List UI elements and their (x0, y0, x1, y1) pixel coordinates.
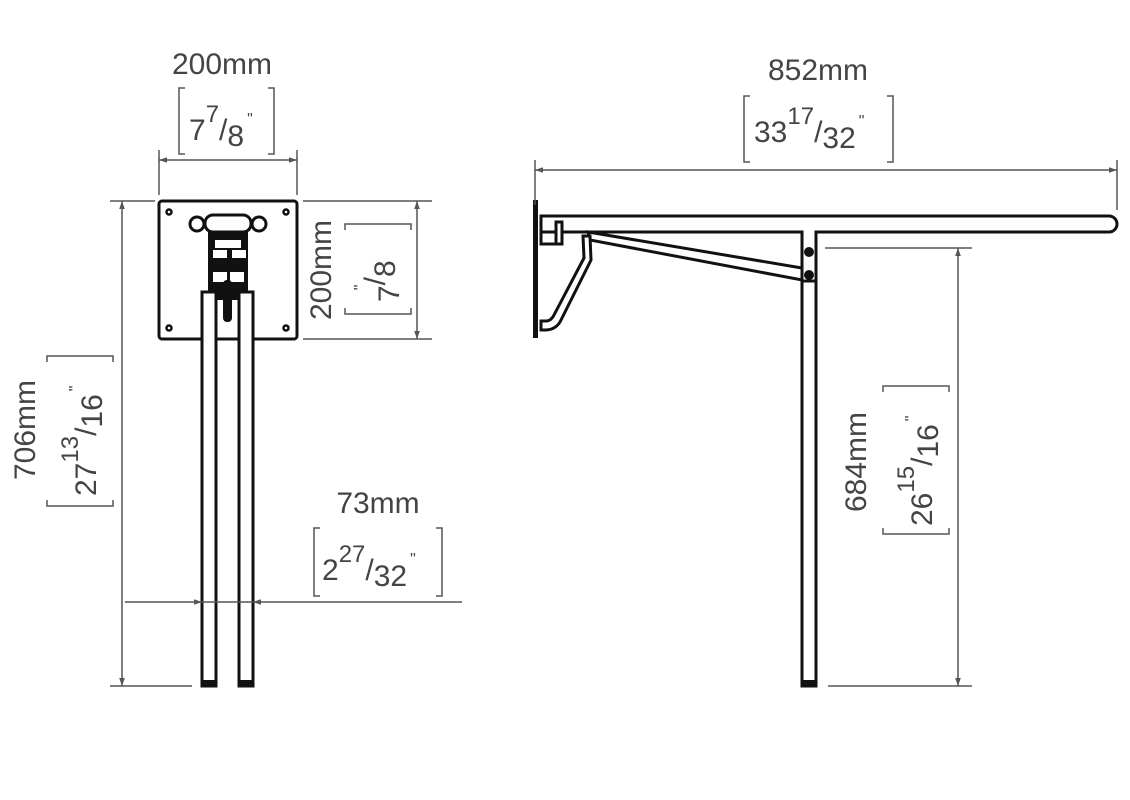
dimension-total-height: 706mm 2713/16" (9, 200, 192, 687)
total-height-metric: 706mm (9, 380, 42, 480)
diagonal-brace (585, 230, 804, 282)
plate-width-imperial: 77/8" (189, 101, 253, 153)
mounting-holes (165, 208, 290, 332)
dimension-total-length: 852mm 3317/32" (534, 54, 1118, 210)
foot-side (802, 680, 816, 687)
foot-left (202, 680, 216, 687)
total-length-metric: 852mm (768, 54, 868, 87)
leg-width-metric: 73mm (336, 487, 419, 520)
dimension-plate-width: 200mm 77/8" (158, 48, 298, 195)
pivot-bolt (804, 270, 814, 280)
front-view (157, 199, 299, 688)
total-height-imperial: 2713/16" (57, 386, 109, 496)
leg-width-imperial: 227/32" (322, 541, 416, 593)
dimension-leg-width: 73mm 227/32" (125, 487, 462, 605)
wall-plate-side (533, 200, 538, 338)
leg-tube-left (200, 290, 218, 688)
plate-height-imperial: 7/8" (352, 260, 406, 302)
side-view (533, 200, 1119, 688)
hinge-mechanism (188, 213, 268, 322)
dimension-seat-height: 684mm 2615/16" (825, 247, 972, 687)
plate-width-metric: 200mm (172, 48, 272, 81)
plate-height-metric: 200mm (305, 220, 338, 320)
pivot-bolt (804, 247, 814, 257)
total-length-imperial: 3317/32" (754, 103, 864, 155)
seat-height-imperial: 2615/16" (893, 416, 945, 526)
dimension-plate-height: 200mm 7/8" (303, 200, 432, 340)
foot-right (239, 680, 253, 687)
seat-bar-and-leg (539, 214, 1119, 688)
folding-arm (539, 234, 593, 332)
leg-tube-right (237, 290, 255, 688)
seat-height-metric: 684mm (840, 412, 873, 512)
